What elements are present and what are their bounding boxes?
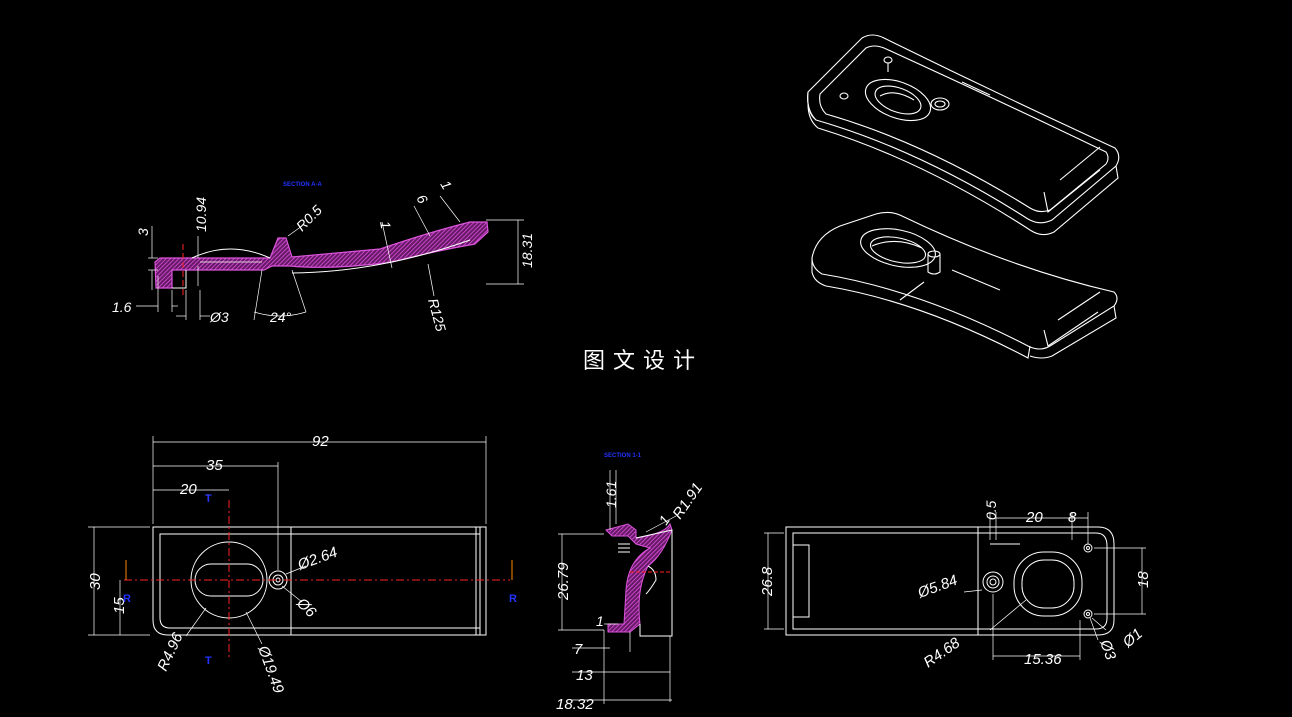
side-view (136, 195, 524, 321)
section-marker-t-top: T (205, 493, 212, 505)
section-label-a: SECTION A-A (283, 182, 322, 188)
dim-8: 8 (1068, 509, 1077, 526)
bottom-view (764, 512, 1146, 660)
dim-dia-2-64: Ø2.64 (295, 544, 340, 574)
dim-3: 3 (135, 228, 151, 236)
dim-13: 13 (576, 667, 593, 684)
dim-30: 30 (87, 573, 104, 590)
dim-26-8: 26.8 (759, 566, 776, 597)
section-marker-r-right: R (509, 593, 517, 605)
dim-20-bottom: 20 (1025, 509, 1043, 526)
dim-0-5: 0.5 (983, 500, 999, 520)
section-marker-t-bottom: T (205, 655, 212, 667)
dim-dia-5-84: Ø5.84 (915, 572, 960, 602)
dim-dia-3: Ø3 (209, 309, 229, 325)
section-label-b: SECTION 1-1 (604, 453, 642, 459)
plan-view-dims: 92 35 20 30 15 Ø2.64 Ø6 R4.96 Ø19.49 T T… (87, 433, 517, 696)
dim-18: 18 (1135, 571, 1152, 588)
dim-1-6: 1.6 (112, 299, 132, 315)
dim-10-94: 10.94 (193, 197, 209, 232)
dim-92: 92 (312, 433, 329, 450)
drawing-title: 图文设计 (583, 349, 703, 374)
dim-7: 7 (574, 641, 583, 658)
dim-26-79: 26.79 (555, 562, 572, 601)
dim-r4-68: R4.68 (921, 634, 964, 671)
dim-dia-3-bottom: Ø3 (1096, 637, 1119, 663)
iso-view-bottom-part (811, 211, 1118, 359)
section-marker-r-left: R (123, 593, 131, 605)
dim-dia-1: Ø1 (1119, 625, 1146, 652)
section-view (558, 470, 677, 704)
dim-1-bottom-section: 1 (596, 613, 604, 629)
dim-dia-6: Ø6 (292, 594, 319, 621)
dim-1-mid: 1 (377, 220, 394, 230)
bottom-view-dims: 0.5 20 8 26.8 18 Ø5.84 R4.68 15.36 Ø3 Ø1 (759, 500, 1152, 671)
dim-18-32: 18.32 (556, 696, 594, 713)
dim-r125: R125 (425, 297, 449, 334)
dim-1-61: 1.61 (603, 481, 619, 508)
iso-view-top-part (807, 34, 1120, 236)
dim-20: 20 (179, 481, 197, 498)
dim-18-31: 18.31 (519, 233, 535, 268)
plan-view (88, 436, 513, 660)
dim-r1-91: R1.91 (669, 480, 706, 523)
dim-15-36: 15.36 (1024, 651, 1062, 668)
dim-r4-96: R4.96 (154, 630, 187, 674)
dim-15: 15 (111, 597, 128, 614)
dim-1-top: 1 (437, 178, 455, 193)
dim-6: 6 (413, 192, 431, 207)
dim-35: 35 (206, 457, 223, 474)
dim-24-deg: 24° (269, 309, 292, 325)
dim-dia-19-49: Ø19.49 (254, 643, 287, 697)
